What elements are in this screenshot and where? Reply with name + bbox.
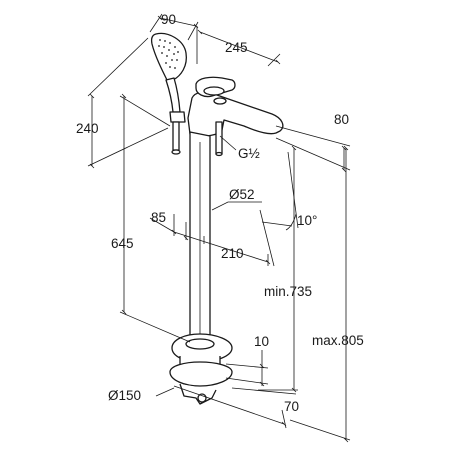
diverter-knob (213, 97, 227, 105)
dimension-ticks (89, 15, 349, 443)
dim-max-height: max.805 (312, 333, 364, 348)
outlet-pipe (215, 121, 223, 155)
dim-base-height: 10 (254, 334, 269, 349)
hose-pipe (172, 121, 180, 151)
dim-offset-depth: 85 (151, 210, 166, 225)
shower-nozzles (158, 39, 179, 69)
dim-hand-shower-height: 240 (76, 121, 99, 136)
lever-cap (203, 86, 225, 96)
holder-clip (171, 149, 181, 155)
mixer-body (187, 91, 284, 137)
dim-spout-reach: 245 (225, 40, 248, 55)
shower-holder (169, 111, 186, 123)
dim-column-diameter: Ø52 (229, 187, 255, 202)
dim-spout-height: 80 (334, 112, 349, 127)
base-collar (185, 338, 215, 350)
dim-base-diameter: Ø150 (108, 388, 141, 403)
hand-shower-handle (165, 77, 181, 113)
outlet-pipe-end (215, 151, 223, 157)
dim-offset-angle: 10° (297, 213, 317, 228)
hand-shower-head (150, 32, 187, 83)
dimension-labels: 90 245 240 80 G½ Ø52 10° 85 210 645 min.… (76, 12, 364, 414)
dim-column-height: 645 (111, 236, 134, 251)
mount-nut (197, 393, 207, 403)
dim-offset-width: 210 (221, 246, 244, 261)
dim-min-height: min.735 (264, 284, 312, 299)
floor-plate (169, 361, 233, 387)
dim-hand-shower-width: 90 (161, 12, 176, 27)
dim-base-depth: 70 (284, 399, 299, 414)
dim-connection-thread: G½ (238, 146, 260, 161)
